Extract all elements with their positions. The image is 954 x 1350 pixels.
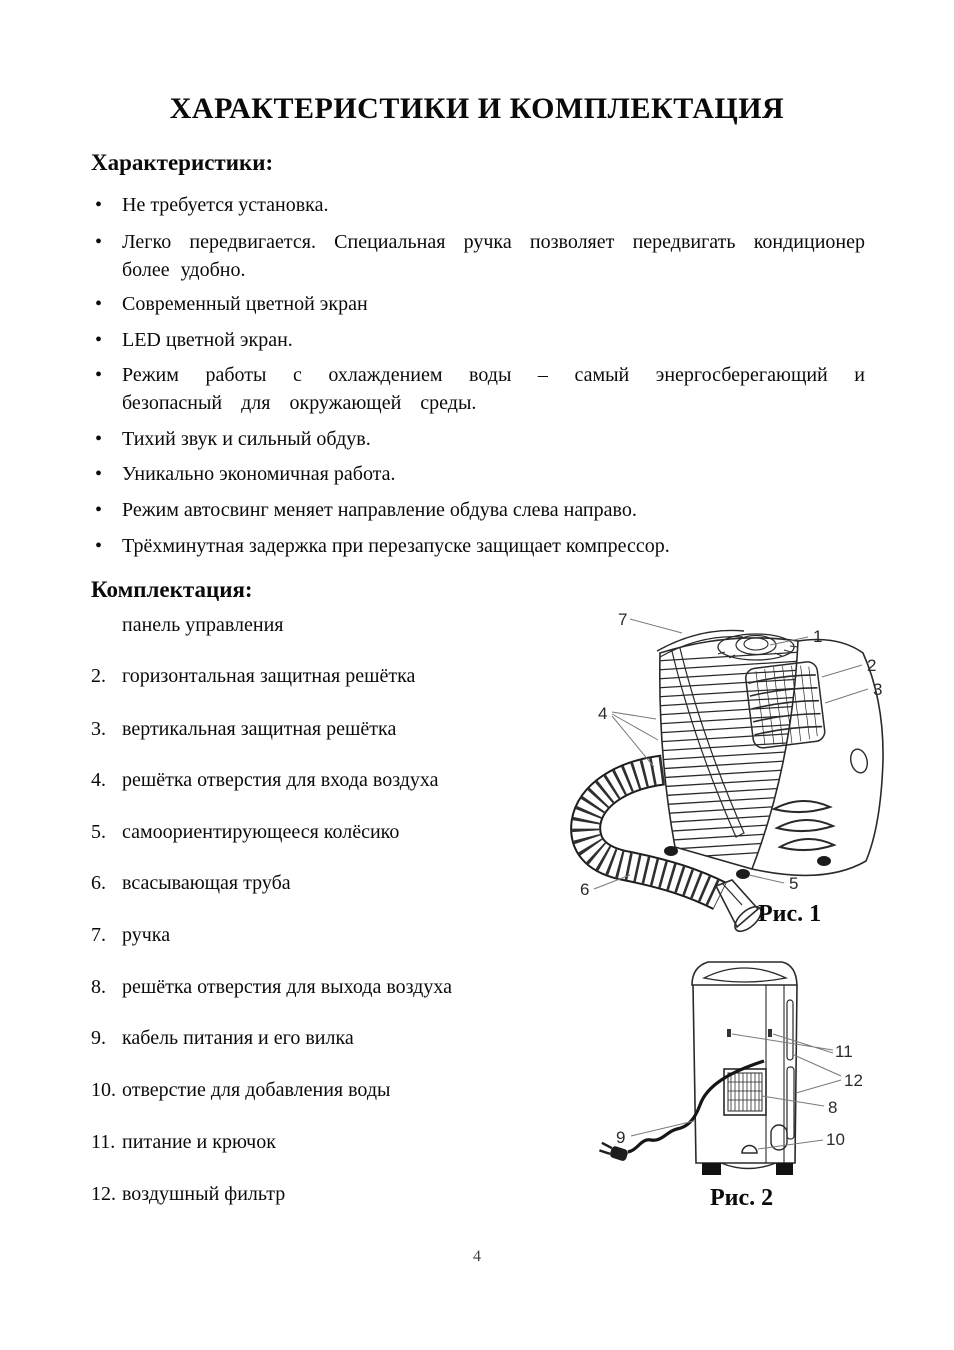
handle [656, 629, 745, 652]
top-cap [691, 961, 798, 986]
feature-item: •Трёхминутная задержка при перезапуске з… [95, 532, 867, 560]
bullet-icon: • [95, 329, 103, 351]
package-item: 12.воздушный фильтр [91, 1183, 286, 1205]
hook [727, 1029, 731, 1037]
recess [770, 1124, 788, 1151]
package-item: 4.решётка отверстия для входа воздуха [91, 769, 439, 791]
bullet-icon: • [95, 231, 103, 253]
package-item: 8.решётка отверстия для выхода воздуха [91, 976, 452, 998]
figure2-label-11: 11 [835, 1042, 853, 1061]
louver-grille [745, 661, 826, 749]
package-item: 10.отверстие для добавления воды [91, 1079, 391, 1101]
figure2-label-9: 9 [616, 1128, 625, 1147]
package-item: панель управления [122, 614, 284, 636]
package-item: 2.горизонтальная защитная решётка [91, 665, 416, 687]
hose-nozzle [714, 879, 760, 929]
power-plug [599, 1141, 628, 1161]
bullet-icon: • [95, 194, 103, 216]
power-cord [599, 1059, 765, 1161]
bullet-icon: • [95, 293, 103, 315]
figure-2-caption: Рис. 2 [710, 1185, 774, 1211]
control-panel [717, 633, 799, 661]
feature-item: •Режим автосвинг меняет направление обду… [95, 496, 867, 524]
package-item: 9.кабель питания и его вилка [91, 1027, 354, 1049]
feature-item: •Уникально экономичная работа. [95, 460, 867, 488]
feature-item: •Современный цветной экран [95, 290, 867, 318]
figure1-label-7: 7 [618, 610, 627, 629]
figure-1-caption: Рис. 1 [758, 901, 822, 927]
figure1-label-6: 6 [580, 880, 589, 899]
bullet-icon: • [95, 428, 103, 450]
page-number: 4 [473, 1248, 481, 1265]
figure2-label-10: 10 [826, 1130, 845, 1149]
characteristics-heading: Характеристики: [91, 150, 274, 175]
package-heading: Комплектация: [91, 577, 253, 602]
figure2-label-8: 8 [828, 1098, 837, 1117]
package-item: 5.самоориентирующееся колёсико [91, 821, 400, 843]
bullet-icon: • [95, 535, 103, 557]
foot [702, 1163, 721, 1175]
hook [768, 1029, 772, 1037]
foot [776, 1163, 793, 1175]
side-slot [786, 999, 794, 1061]
figure1-label-1: 1 [813, 627, 822, 646]
package-item: 7.ручка [91, 924, 171, 946]
feature-item: •Тихий звук и сильный обдув. [95, 425, 867, 453]
figure1-label-3: 3 [873, 680, 882, 699]
bullet-icon: • [95, 364, 103, 386]
figure2-label-12: 12 [844, 1071, 863, 1090]
side-vents [771, 800, 837, 851]
handle-recess [702, 967, 789, 983]
figure-1-drawing: 7 1 2 3 4 5 6 [570, 610, 884, 933]
figure1-label-2: 2 [867, 656, 876, 675]
page-title: ХАРАКТЕРИСТИКИ И КОМПЛЕКТАЦИЯ [169, 92, 785, 125]
package-item: 3.вертикальная защитная решётка [91, 718, 397, 740]
drain-hole [850, 748, 868, 774]
handle-strap [669, 639, 745, 838]
bullet-icon: • [95, 499, 103, 521]
feature-item: •LED цветной экран. [95, 326, 867, 354]
feature-item: •Режим работы с охлаждением воды – самый… [95, 361, 867, 417]
figure-1: 7 1 2 3 4 5 6 Рис. 1 [570, 595, 954, 945]
feature-item: •Легко передвигается. Специальная ручка … [95, 228, 867, 284]
figure1-label-5: 5 [789, 874, 798, 893]
side-slot [786, 1066, 795, 1140]
figure-2: 11 12 8 9 10 Рис. 2 [590, 945, 880, 1220]
suction-hose [570, 754, 762, 933]
figure-2-drawing: 11 12 8 9 10 [599, 961, 863, 1175]
bullet-icon: • [95, 463, 103, 485]
feature-item: •Не требуется установка. [95, 191, 867, 219]
figure1-label-4: 4 [598, 704, 607, 723]
water-fill-opening [741, 1144, 758, 1154]
caster-wheels [664, 846, 831, 879]
package-item: 6.всасывающая труба [91, 872, 291, 894]
package-item: 11.питание и крючок [91, 1131, 276, 1153]
